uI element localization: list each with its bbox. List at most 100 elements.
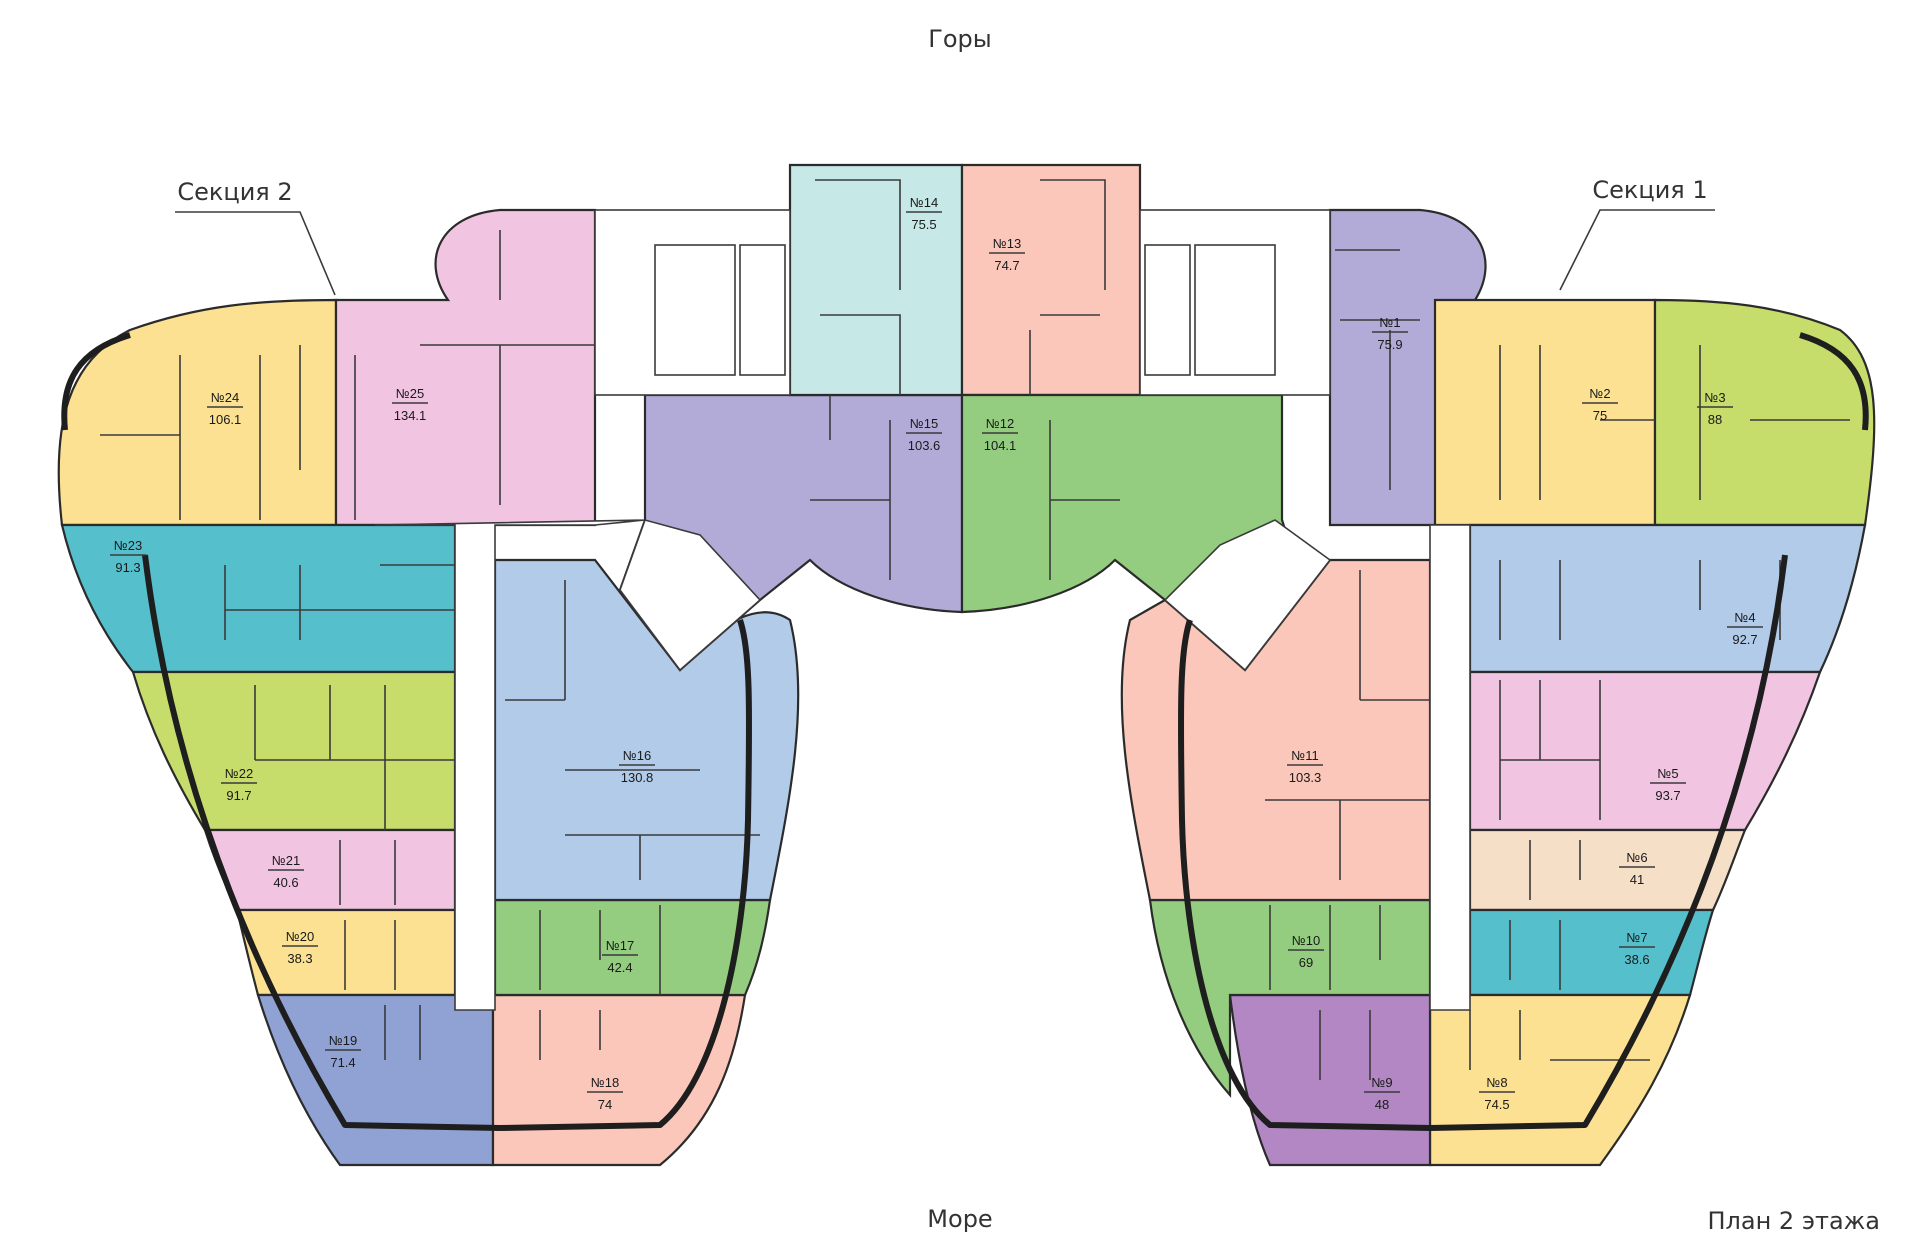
label-unit-21: №21 40.6 — [268, 853, 304, 890]
svg-text:№18: №18 — [591, 1075, 619, 1090]
svg-text:75.5: 75.5 — [911, 217, 936, 232]
label-unit-4: №4 92.7 — [1727, 610, 1763, 647]
svg-text:74: 74 — [598, 1097, 612, 1112]
label-unit-25: №25 134.1 — [392, 386, 428, 423]
svg-text:91.7: 91.7 — [226, 788, 251, 803]
unit-13[interactable] — [960, 163, 1142, 397]
facade-walls — [61, 332, 1869, 1131]
svg-text:№21: №21 — [272, 853, 300, 868]
svg-text:93.7: 93.7 — [1655, 788, 1680, 803]
unit-25[interactable] — [334, 208, 597, 527]
unit-3[interactable] — [1653, 298, 1876, 527]
building-cores — [374, 209, 1471, 1011]
svg-text:№23: №23 — [114, 538, 142, 553]
svg-text:134.1: 134.1 — [394, 408, 427, 423]
svg-text:38.6: 38.6 — [1624, 952, 1649, 967]
label-unit-5: №5 93.7 — [1650, 766, 1686, 803]
label-unit-13: №13 74.7 — [989, 236, 1025, 273]
svg-text:75.9: 75.9 — [1377, 337, 1402, 352]
svg-text:48: 48 — [1375, 1097, 1389, 1112]
svg-text:№13: №13 — [993, 236, 1021, 251]
label-sea: Море — [927, 1205, 992, 1233]
svg-text:38.3: 38.3 — [287, 951, 312, 966]
svg-text:№3: №3 — [1704, 390, 1725, 405]
unit-2[interactable] — [1433, 298, 1657, 527]
unit-18[interactable] — [491, 993, 747, 1167]
unit-21[interactable] — [203, 828, 457, 912]
unit-6[interactable] — [1468, 828, 1747, 912]
svg-text:№17: №17 — [606, 938, 634, 953]
svg-text:104.1: 104.1 — [984, 438, 1017, 453]
svg-text:74.7: 74.7 — [994, 258, 1019, 273]
svg-text:№12: №12 — [986, 416, 1014, 431]
label-unit-15: №15 103.6 — [906, 416, 942, 453]
svg-text:№1: №1 — [1379, 315, 1400, 330]
svg-text:№20: №20 — [286, 929, 314, 944]
label-section-2: Секция 2 — [177, 178, 292, 206]
svg-text:91.3: 91.3 — [115, 560, 140, 575]
svg-text:№2: №2 — [1589, 386, 1610, 401]
svg-text:№14: №14 — [910, 195, 938, 210]
svg-text:130.8: 130.8 — [621, 770, 654, 785]
label-mountains: Горы — [928, 25, 992, 53]
apartment-units — [57, 163, 1876, 1167]
label-unit-17: №17 42.4 — [602, 938, 638, 975]
plan-title: План 2 этажа — [1708, 1207, 1881, 1235]
svg-text:№22: №22 — [225, 766, 253, 781]
label-unit-20: №20 38.3 — [282, 929, 318, 966]
svg-text:№10: №10 — [1292, 933, 1320, 948]
svg-text:106.1: 106.1 — [209, 412, 242, 427]
svg-text:№24: №24 — [211, 390, 239, 405]
svg-text:103.6: 103.6 — [908, 438, 941, 453]
svg-text:№6: №6 — [1626, 850, 1647, 865]
svg-text:№16: №16 — [623, 748, 651, 763]
unit-24[interactable] — [57, 298, 338, 527]
svg-text:№15: №15 — [910, 416, 938, 431]
svg-text:40.6: 40.6 — [273, 875, 298, 890]
interior-walls — [100, 179, 1850, 1080]
svg-text:№4: №4 — [1734, 610, 1755, 625]
label-unit-16: №16 130.8 — [619, 748, 655, 785]
unit-9[interactable] — [1228, 993, 1432, 1167]
svg-text:69: 69 — [1299, 955, 1313, 970]
unit-17[interactable] — [493, 898, 772, 997]
svg-text:103.3: 103.3 — [1289, 770, 1322, 785]
svg-text:№7: №7 — [1626, 930, 1647, 945]
label-unit-7: №7 38.6 — [1619, 930, 1655, 967]
svg-text:74.5: 74.5 — [1484, 1097, 1509, 1112]
label-unit-23: №23 91.3 — [110, 538, 146, 575]
svg-text:№25: №25 — [396, 386, 424, 401]
label-unit-24: №24 106.1 — [207, 390, 243, 427]
svg-text:41: 41 — [1630, 872, 1644, 887]
unit-8[interactable] — [1428, 993, 1692, 1167]
label-section-1: Секция 1 — [1592, 176, 1707, 204]
section-callouts — [175, 209, 1715, 296]
svg-text:№5: №5 — [1657, 766, 1678, 781]
unit-5[interactable] — [1468, 670, 1822, 832]
svg-text:№9: №9 — [1371, 1075, 1392, 1090]
unit-4[interactable] — [1468, 523, 1867, 674]
label-unit-14: №14 75.5 — [906, 195, 942, 232]
svg-text:75: 75 — [1593, 408, 1607, 423]
unit-11[interactable] — [1120, 558, 1432, 902]
label-unit-1: №1 75.9 — [1372, 315, 1408, 352]
svg-text:42.4: 42.4 — [607, 960, 632, 975]
unit-19[interactable] — [256, 993, 495, 1167]
label-unit-22: №22 91.7 — [221, 766, 257, 803]
label-unit-11: №11 103.3 — [1287, 748, 1323, 785]
svg-text:№11: №11 — [1291, 748, 1318, 763]
svg-text:88: 88 — [1708, 412, 1722, 427]
svg-text:71.4: 71.4 — [330, 1055, 355, 1070]
label-unit-19: №19 71.4 — [325, 1033, 361, 1070]
svg-text:92.7: 92.7 — [1732, 632, 1757, 647]
svg-text:№19: №19 — [329, 1033, 357, 1048]
